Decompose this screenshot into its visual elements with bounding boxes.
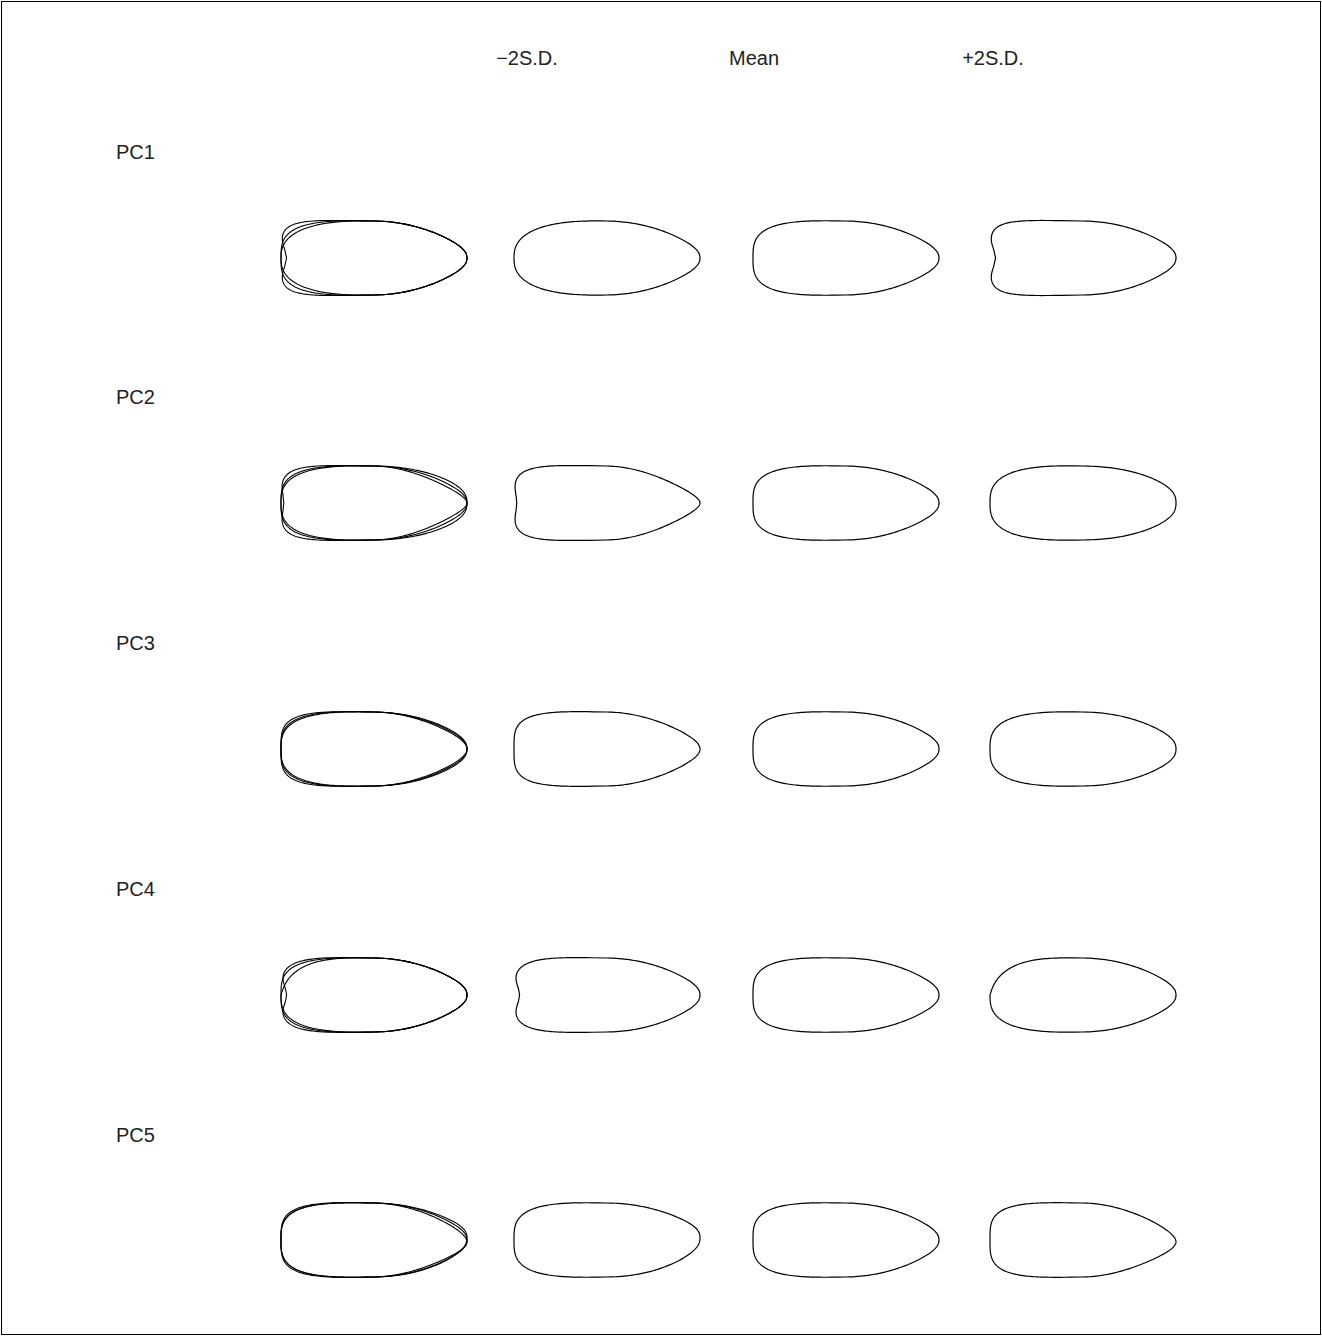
shape-outline xyxy=(990,958,1176,1032)
shape-outline xyxy=(753,712,939,786)
shape-outline xyxy=(514,712,700,787)
shape-outline xyxy=(753,221,939,295)
shape-outline xyxy=(514,1203,700,1277)
shape-outline xyxy=(281,712,467,786)
shape-outline xyxy=(281,466,467,540)
component-label: PC1 xyxy=(116,140,155,164)
shape-outline xyxy=(514,221,700,295)
shape-outline xyxy=(991,220,1176,295)
shape-outline xyxy=(281,466,467,540)
shape-outline xyxy=(281,1203,467,1278)
shape-outline xyxy=(753,958,939,1032)
shape-outline xyxy=(516,958,700,1033)
shape-outline xyxy=(283,958,467,1033)
component-label: PC3 xyxy=(116,631,155,655)
shape-outline xyxy=(282,220,467,295)
component-label: PC2 xyxy=(116,385,155,409)
shape-outline xyxy=(990,712,1176,786)
column-header: +2S.D. xyxy=(962,46,1024,70)
shape-outline xyxy=(990,466,1176,540)
shape-outline xyxy=(753,1203,939,1277)
shape-outline xyxy=(281,958,467,1032)
shape-outline xyxy=(515,466,700,541)
shape-outline xyxy=(753,466,939,540)
component-label: PC5 xyxy=(116,1123,155,1147)
outline-group xyxy=(281,220,1176,1277)
component-label: PC4 xyxy=(116,877,155,901)
shape-outline xyxy=(281,221,467,295)
shape-outline xyxy=(281,712,467,787)
shape-outline xyxy=(990,1203,1176,1278)
shape-outline xyxy=(281,221,467,295)
shape-outline xyxy=(281,712,467,786)
shape-outline xyxy=(281,1203,467,1277)
shape-outline xyxy=(281,958,467,1032)
column-header: −2S.D. xyxy=(496,46,558,70)
column-header: Mean xyxy=(729,46,779,70)
shape-outline xyxy=(281,1203,467,1277)
